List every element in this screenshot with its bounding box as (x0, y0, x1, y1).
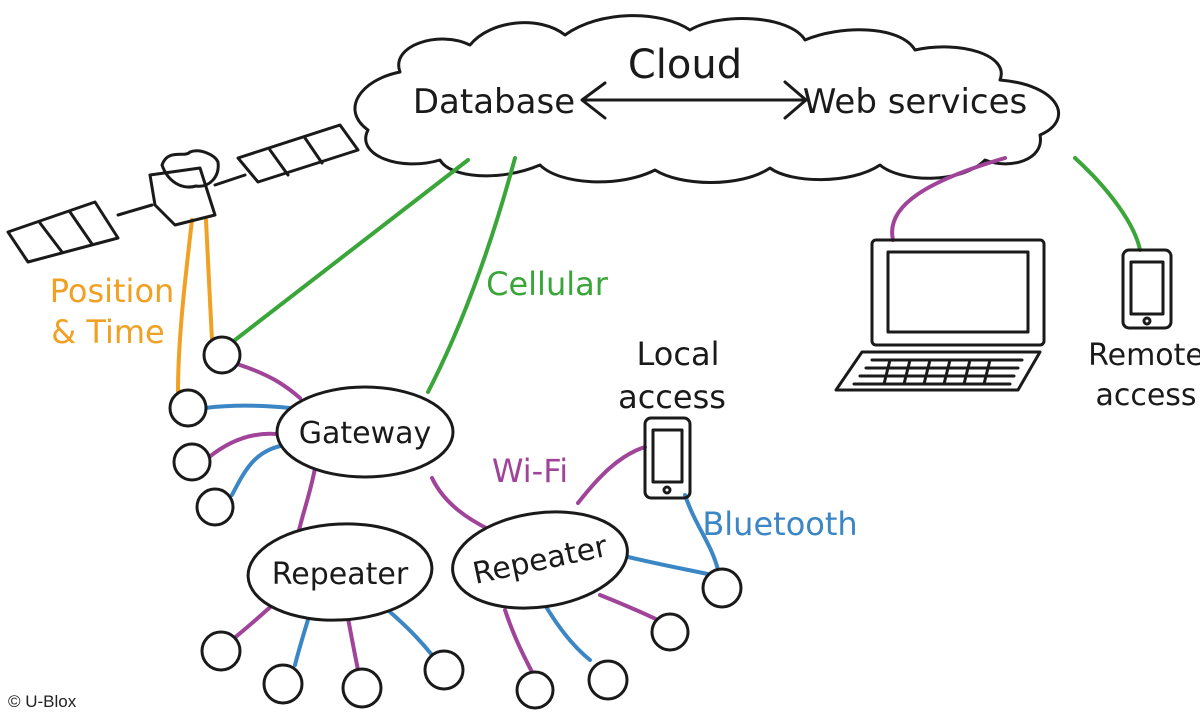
arrow-head-left (580, 81, 607, 120)
bt-link-node4 (230, 443, 287, 497)
satellite-panel-right (236, 123, 360, 184)
phone-local-screen (651, 428, 684, 484)
repeater-right-node (451, 510, 629, 610)
bt-link-rl-leaf2 (293, 611, 312, 667)
local-label: Local (637, 335, 720, 373)
bt-link-node2 (203, 403, 292, 410)
laptop-screen-frame (870, 238, 1046, 347)
phone-local-body (643, 416, 692, 500)
leaf-node (200, 630, 242, 672)
database-webservices-arrow (580, 80, 808, 120)
leaf-node (168, 388, 208, 428)
satellite-arm-right (213, 173, 247, 187)
database-label: Database (413, 82, 575, 122)
satellite-panel-left (6, 200, 120, 264)
remote-label: Remote (1088, 338, 1200, 373)
repeater-left-label: Repeater (272, 557, 409, 592)
satellite-body (148, 166, 217, 227)
arrow-head-right (783, 80, 808, 120)
satellite-dish (160, 149, 220, 189)
leaf-node (195, 487, 235, 527)
phone-local-button (662, 485, 672, 495)
wifi-link-rr-leaf1 (503, 608, 534, 674)
phone-remote-body (1121, 248, 1173, 330)
copyright-notice: © U-Blox (8, 692, 77, 711)
gateway-label: Gateway (299, 416, 432, 451)
phone-remote-button (1142, 316, 1152, 326)
cellular-links (233, 156, 1142, 394)
leaf-node (650, 612, 690, 652)
position-link-2 (204, 218, 214, 342)
wifi-link-node3 (206, 431, 287, 460)
bluetooth-links (203, 403, 720, 667)
bt-link-phone-leaf (683, 493, 720, 572)
laptop-icon (834, 238, 1046, 392)
bt-link-rr-leaf3 (618, 553, 714, 577)
wifi-link-gateway-repeater-right (430, 476, 492, 532)
cellular-link-cloud-phone (1073, 156, 1142, 252)
laptop-base (834, 350, 1042, 392)
wifi-label: Wi-Fi (492, 452, 568, 490)
cloud-shape (353, 14, 1061, 184)
bt-link-rr-leaf2 (543, 603, 592, 662)
repeater-left-node (246, 522, 434, 622)
position-label: Position (50, 272, 175, 310)
cellular-label: Cellular (486, 265, 609, 303)
smartphone-icon-remote (1121, 248, 1173, 330)
smartphone-icon-local (643, 416, 692, 500)
gateway-node (275, 385, 455, 479)
web-services-label: Web services (803, 82, 1027, 122)
leaf-node (587, 659, 629, 701)
wifi-link-cloud-laptop (890, 156, 1007, 242)
phone-remote-screen (1129, 260, 1165, 316)
laptop-screen (886, 250, 1030, 334)
satellite-icon (6, 123, 360, 264)
time-label: & Time (51, 313, 164, 351)
cellular-link-database-gateway (426, 156, 517, 394)
leaf-node (423, 649, 465, 691)
position-link-1 (176, 218, 194, 394)
leaf-node (701, 567, 743, 609)
laptop-keys (852, 358, 1024, 386)
wifi-link-node1 (238, 363, 302, 400)
leaf-node (262, 663, 304, 705)
bt-link-rl-leaf4 (388, 610, 434, 657)
position-links (176, 218, 214, 394)
wifi-link-rl-leaf3 (346, 616, 360, 672)
cloud-label: Cloud (628, 42, 742, 88)
leaf-node (172, 442, 212, 482)
local-access-label: access (618, 378, 726, 416)
leaf-nodes (168, 335, 743, 710)
bluetooth-label: Bluetooth (702, 505, 857, 543)
leaf-node (515, 670, 555, 710)
wifi-link-repeater-phone (576, 445, 647, 505)
leaf-node (202, 335, 242, 375)
remote-access-label: access (1095, 378, 1196, 413)
wifi-link-gateway-repeater-left (296, 466, 317, 537)
cellular-link-database-node (233, 158, 470, 342)
leaf-node (341, 667, 383, 709)
satellite-arm-left (116, 203, 154, 217)
